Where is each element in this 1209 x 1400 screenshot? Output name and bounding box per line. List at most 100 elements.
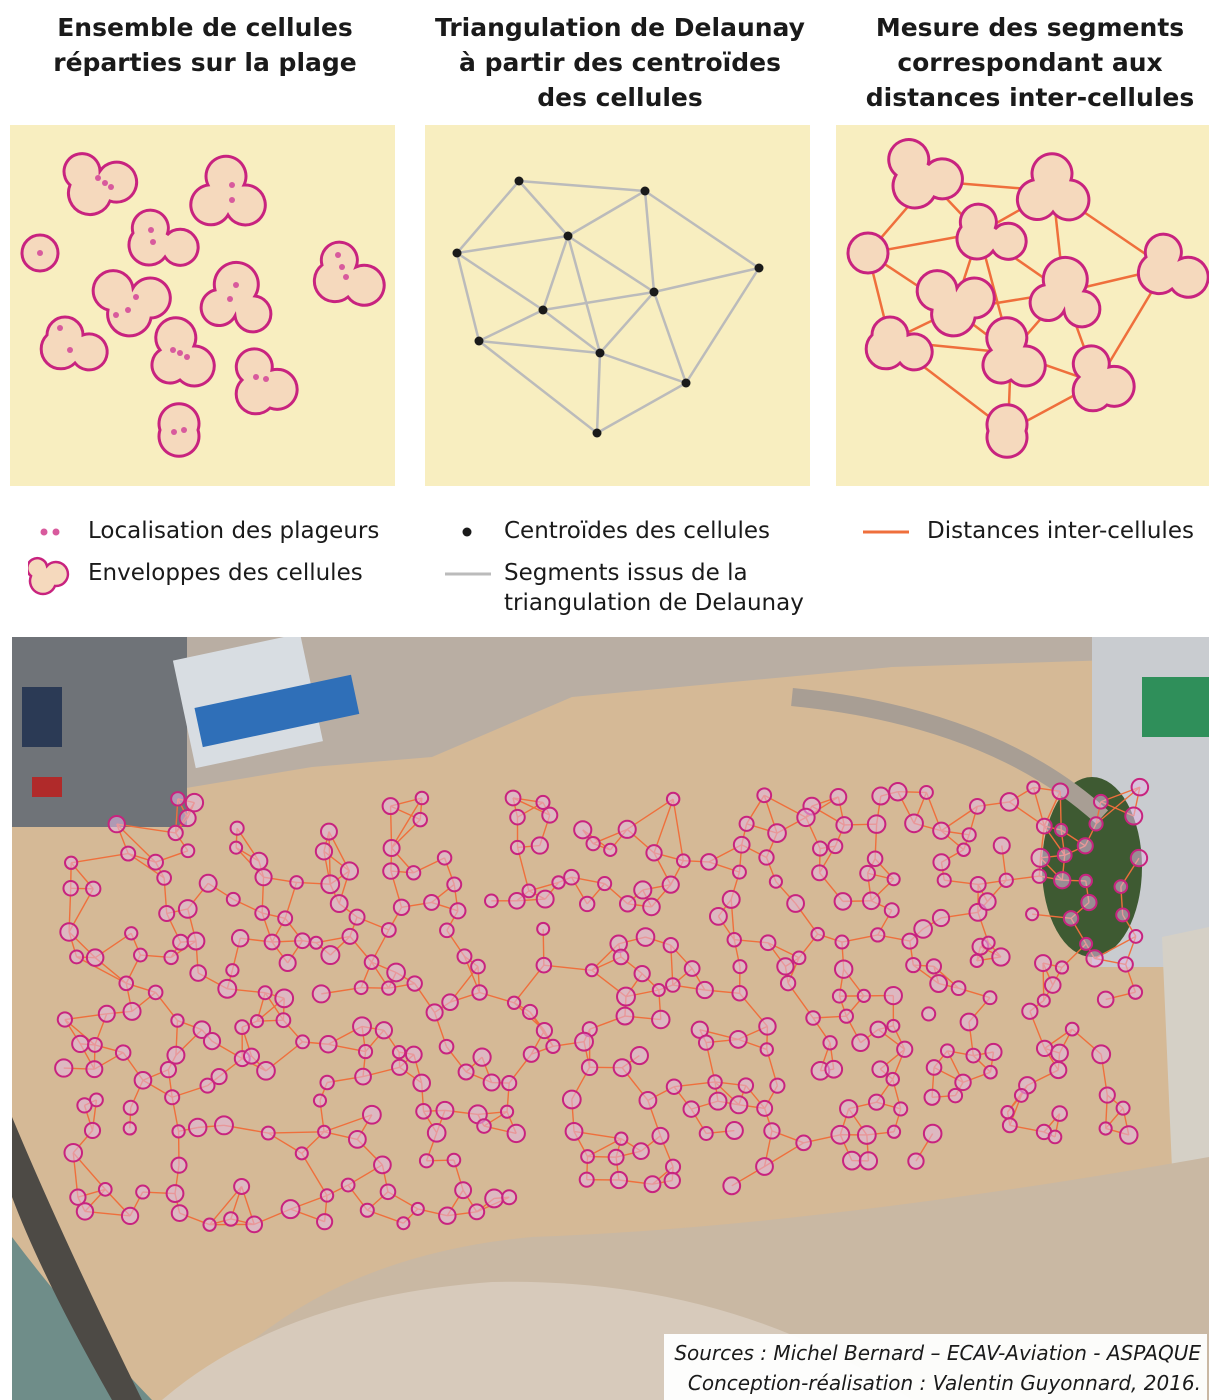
cell-envelope xyxy=(1035,1039,1054,1058)
cell-envelope xyxy=(159,1061,178,1079)
cell-envelope xyxy=(618,895,637,913)
cell-envelope xyxy=(597,876,613,892)
cell-envelope xyxy=(127,208,200,267)
cell-envelope xyxy=(150,316,216,388)
cell-envelope xyxy=(862,891,881,911)
cell-envelope xyxy=(164,1089,181,1106)
cell-envelope xyxy=(698,1125,714,1141)
cell-envelope xyxy=(166,1045,186,1065)
cell-envelope xyxy=(834,934,850,950)
cell-envelope xyxy=(177,899,198,919)
cell-envelope xyxy=(758,1017,777,1036)
cell-envelope xyxy=(170,1204,189,1222)
cells-diagram xyxy=(20,152,386,458)
centroid-dot xyxy=(754,263,764,273)
cell-envelope xyxy=(665,1158,682,1175)
cell-envelope xyxy=(449,902,467,920)
cell-envelope xyxy=(992,836,1011,855)
cell-envelope xyxy=(584,963,599,978)
cell-envelope xyxy=(1056,847,1073,864)
cell-envelope xyxy=(724,1121,744,1140)
cell-envelope xyxy=(961,827,977,843)
cell-envelope xyxy=(202,1217,217,1232)
cell-envelope xyxy=(871,1060,890,1079)
cell-envelope xyxy=(278,953,297,973)
cell-envelope xyxy=(312,1093,328,1108)
cell-envelope xyxy=(959,1012,979,1032)
cell-envelope xyxy=(1030,847,1051,868)
cell-envelope xyxy=(295,1034,311,1050)
cell-envelope xyxy=(665,791,681,807)
cell-envelope xyxy=(822,1035,838,1051)
cell-envelope xyxy=(629,1045,649,1066)
cell-envelope xyxy=(632,1142,650,1160)
cell-envelope xyxy=(470,958,486,975)
cell-envelope xyxy=(811,864,828,882)
cell-envelope xyxy=(1036,993,1051,1008)
cell-envelope xyxy=(999,792,1020,812)
cell-envelope xyxy=(867,1093,886,1111)
cell-envelope xyxy=(340,1177,356,1193)
cell-envelope xyxy=(412,1073,432,1093)
beachgoer-dot xyxy=(113,312,119,318)
cell-envelope xyxy=(936,872,952,888)
cell-envelope xyxy=(69,949,85,965)
cell-envelope xyxy=(274,988,295,1009)
cell-envelope xyxy=(965,1047,982,1064)
cell-envelope xyxy=(234,1019,250,1036)
beachgoer-dot xyxy=(339,264,345,270)
cell-envelope xyxy=(1136,232,1209,299)
cell-envelope xyxy=(62,152,139,217)
cell-envelope xyxy=(158,904,176,923)
beachgoer-dot xyxy=(229,182,235,188)
cell-envelope xyxy=(435,1100,455,1120)
cell-envelope xyxy=(697,1034,715,1051)
cell-envelope xyxy=(501,1074,518,1092)
cell-envelope xyxy=(184,792,205,813)
cell-envelope xyxy=(925,958,943,975)
cell-envelope xyxy=(978,892,997,911)
cell-envelope xyxy=(1098,1086,1116,1104)
cell-envelope xyxy=(932,821,951,840)
cell-envelope xyxy=(842,1150,862,1171)
cell-envelope xyxy=(866,850,884,868)
beachgoer-dot xyxy=(229,197,235,203)
panel-measure xyxy=(836,125,1209,486)
cell-envelope xyxy=(683,960,701,977)
cell-envelope xyxy=(661,875,680,894)
cell-envelope xyxy=(578,895,596,913)
cell-envelope xyxy=(846,231,890,275)
cell-envelope xyxy=(585,835,601,852)
cell-envelope xyxy=(536,921,551,936)
distance-segment xyxy=(71,852,129,864)
cell-envelope xyxy=(187,1117,208,1138)
cell-envelope xyxy=(415,1103,432,1120)
cell-envelope xyxy=(165,1184,185,1203)
cell-envelope xyxy=(319,1188,335,1203)
measure-diagram xyxy=(846,138,1209,459)
cell-envelope xyxy=(294,932,311,950)
cell-envelope xyxy=(457,1063,475,1081)
cell-envelope xyxy=(423,893,440,911)
cell-envelope xyxy=(1050,1043,1069,1063)
title-triangulation: Triangulation de Delaunay à partir des c… xyxy=(435,13,805,112)
cell-envelope xyxy=(217,978,238,999)
cell-envelope xyxy=(573,820,593,840)
cell-envelope xyxy=(616,986,636,1007)
cell-envelope xyxy=(1117,956,1134,973)
centroid-dot xyxy=(595,348,605,358)
cell-envelope xyxy=(225,891,241,907)
beachgoer-dot xyxy=(177,350,183,356)
legend-centroids: Centroïdes des cellules xyxy=(504,518,770,544)
cell-envelope xyxy=(426,1122,447,1143)
cell-envelope xyxy=(468,1203,486,1221)
cell-envelope xyxy=(869,1020,888,1039)
cell-envelope xyxy=(1078,873,1093,889)
cell-envelope xyxy=(320,822,338,841)
cell-envelope xyxy=(508,892,526,910)
cell-envelope xyxy=(189,154,267,227)
beachgoer-dot xyxy=(227,296,233,302)
cell-envelope xyxy=(931,908,951,928)
cell-envelope xyxy=(796,807,816,828)
cell-envelope xyxy=(651,982,666,998)
